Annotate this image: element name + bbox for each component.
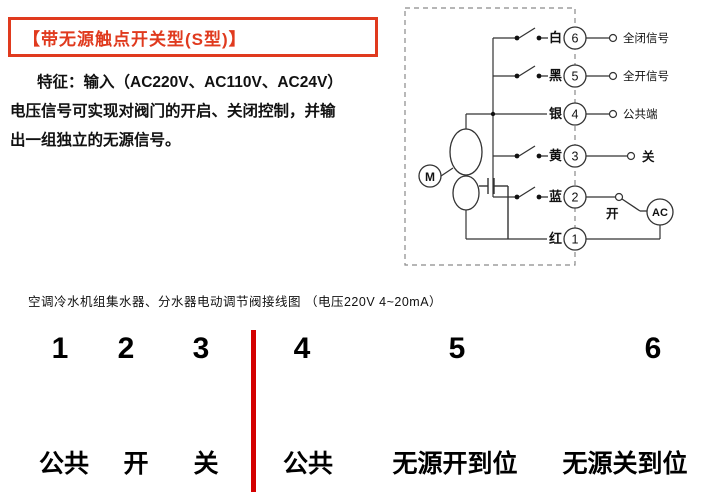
terminal-number-6: 6 xyxy=(644,332,662,365)
terminal-number-3: 3 xyxy=(192,332,210,365)
ac-source-circle xyxy=(646,198,674,226)
terminal-label-5: 无源开到位 xyxy=(392,450,518,478)
feature-line-1: 特征：输入（AC220V、AC110V、AC24V） xyxy=(37,74,343,91)
signal-common: 公共端 xyxy=(623,108,658,121)
signal-leads xyxy=(586,37,661,240)
terminal-number-2: 2 xyxy=(117,332,135,365)
terminal-5: 5 xyxy=(572,70,579,84)
terminal-label-1: 公共 xyxy=(38,450,90,478)
close-label: 关 xyxy=(642,149,655,164)
wire-color-yellow: 黄 xyxy=(549,148,562,163)
limit-switches xyxy=(514,27,548,200)
wire-color-black: 黑 xyxy=(549,68,562,83)
open-label: 开 xyxy=(606,207,619,221)
feature-paragraph: 特征：输入（AC220V、AC110V、AC24V） 电压信号可实现对阀门的开启… xyxy=(10,68,386,155)
ac-source-label: AC xyxy=(652,207,668,219)
wire-color-blue: 蓝 xyxy=(549,189,562,204)
internal-bus-wiring xyxy=(465,37,547,240)
terminal-number-1: 1 xyxy=(51,332,69,365)
terminal-label-4: 公共 xyxy=(282,450,334,478)
wire-color-red: 红 xyxy=(549,231,562,246)
terminal-label-3: 关 xyxy=(193,450,219,478)
terminal-number-4: 4 xyxy=(293,332,311,365)
terminal-label-6: 无源关到位 xyxy=(562,450,688,478)
ac-switch xyxy=(621,198,647,212)
wire-color-white: 白 xyxy=(549,30,562,45)
wire-color-silver: 银 xyxy=(549,106,563,121)
motor-lead-wire xyxy=(440,167,454,177)
signal-lead-contacts xyxy=(608,33,636,202)
red-divider-line xyxy=(251,330,256,492)
terminal-circles: 6 5 4 3 2 1 xyxy=(563,26,587,251)
terminal-6: 6 xyxy=(572,32,579,46)
feature-line-2: 电压信号可实现对阀门的开启、关闭控制，并输 xyxy=(10,103,336,120)
wiring-diagram: M xyxy=(393,0,724,292)
terminal-4: 4 xyxy=(572,108,579,122)
signal-fully-closed: 全闭信号 xyxy=(623,31,669,45)
wiring-diagram-svg: M xyxy=(404,7,674,266)
diagram-caption: 空调冷水机组集水器、分水器电动调节阀接线图 （电压220V 4~20mA） xyxy=(28,295,443,309)
actuator-enclosure-dashed-box xyxy=(404,7,576,266)
page-title: 【带无源触点开关型(S型)】 xyxy=(23,29,247,49)
signal-fully-open: 全开信号 xyxy=(623,69,669,83)
terminal-table: 1 2 3 4 5 6 公共 开 关 公共 无源开到位 无源关到位 xyxy=(0,320,724,499)
terminal-1: 1 xyxy=(572,233,579,247)
terminal-number-5: 5 xyxy=(448,332,466,365)
actuator-coil xyxy=(449,128,483,211)
capacitor-symbol xyxy=(479,178,509,239)
junction-dot xyxy=(490,111,496,117)
signal-labels: 全闭信号 全开信号 公共端 关 开 xyxy=(606,31,669,221)
motor-label: M xyxy=(425,170,435,184)
feature-line-3: 出一组独立的无源信号。 xyxy=(10,132,181,149)
terminal-3: 3 xyxy=(572,150,579,164)
terminal-2: 2 xyxy=(572,191,579,205)
title-box: 【带无源触点开关型(S型)】 xyxy=(8,17,378,57)
terminal-label-2: 开 xyxy=(123,450,149,478)
wire-color-labels: 白 黑 银 黄 蓝 红 xyxy=(549,30,563,246)
